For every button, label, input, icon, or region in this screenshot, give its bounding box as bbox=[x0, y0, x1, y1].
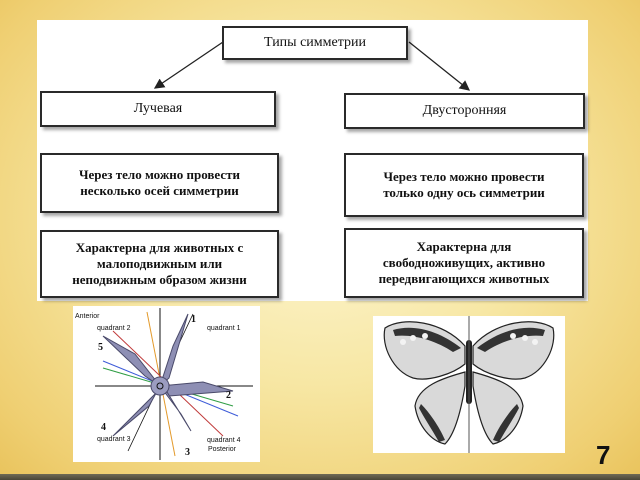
bilateral-lifestyle-line-1: Характерна для bbox=[416, 239, 512, 254]
bilateral-lifestyle-line-2: свободноживущих, активно bbox=[382, 255, 546, 270]
symmetry-diagram-panel: Типы симметрии Лучевая Двусторонняя Чере… bbox=[37, 20, 588, 301]
bilateral-lifestyle-line-3: передвигающихся животных bbox=[378, 271, 550, 286]
butterfly-icon bbox=[383, 316, 555, 453]
radial-lifestyle-box: Характерна для животных с малоподвижным … bbox=[40, 230, 279, 298]
arrow-to-bilateral bbox=[408, 41, 471, 91]
arm-3-label: 3 bbox=[185, 447, 190, 458]
radial-lifestyle-line-3: неподвижным образом жизни bbox=[72, 272, 247, 287]
symmetry-types-label: Типы симметрии bbox=[263, 35, 366, 50]
diagram-arrows bbox=[153, 41, 471, 91]
arm-4-label: 4 bbox=[101, 422, 106, 433]
radial-symmetry-box: Лучевая bbox=[40, 91, 276, 127]
anterior-label: Anterior bbox=[75, 313, 100, 320]
radial-lifestyle-line-2: малоподвижным или bbox=[96, 256, 223, 271]
radial-axes-line-2: несколько осей симметрии bbox=[80, 183, 239, 198]
quadrant-1-label: quadrant 1 bbox=[207, 325, 241, 332]
bilateral-symmetry-box: Двусторонняя bbox=[344, 93, 585, 129]
arm-5-label: 5 bbox=[98, 342, 103, 353]
starfish-symmetry-image: Anterior quadrant 2 quadrant 1 quadrant … bbox=[73, 306, 260, 462]
starfish-drawing bbox=[95, 308, 253, 460]
starfish-icon bbox=[102, 313, 234, 437]
quadrant-2-label: quadrant 2 bbox=[97, 325, 131, 332]
bilateral-axes-box: Через тело можно провести только одну ос… bbox=[344, 153, 584, 217]
radial-axes-line-1: Через тело можно провести bbox=[78, 167, 240, 182]
bilateral-axes-line-2: только одну ось симметрии bbox=[383, 185, 545, 200]
arm-2-label: 2 bbox=[226, 390, 231, 401]
bilateral-lifestyle-box: Характерна для свободноживущих, активно … bbox=[344, 228, 584, 298]
radial-lifestyle-line-1: Характерна для животных с bbox=[75, 240, 244, 255]
posterior-label: Posterior bbox=[208, 446, 237, 453]
bilateral-symmetry-label: Двусторонняя bbox=[422, 103, 507, 118]
symmetry-types-box: Типы симметрии bbox=[222, 26, 408, 60]
bilateral-axes-line-1: Через тело можно провести bbox=[383, 169, 545, 184]
radial-axes-box: Через тело можно провести несколько осей… bbox=[40, 153, 279, 213]
quadrant-4-label: quadrant 4 bbox=[207, 437, 241, 444]
slide-number: 7 bbox=[596, 440, 611, 470]
quadrant-3-label: quadrant 3 bbox=[97, 436, 131, 443]
arm-1-label: 1 bbox=[191, 314, 196, 325]
radial-symmetry-label: Лучевая bbox=[133, 101, 183, 116]
arrow-to-radial bbox=[153, 41, 224, 89]
butterfly-symmetry-image bbox=[373, 316, 565, 453]
bottom-divider bbox=[0, 474, 640, 480]
